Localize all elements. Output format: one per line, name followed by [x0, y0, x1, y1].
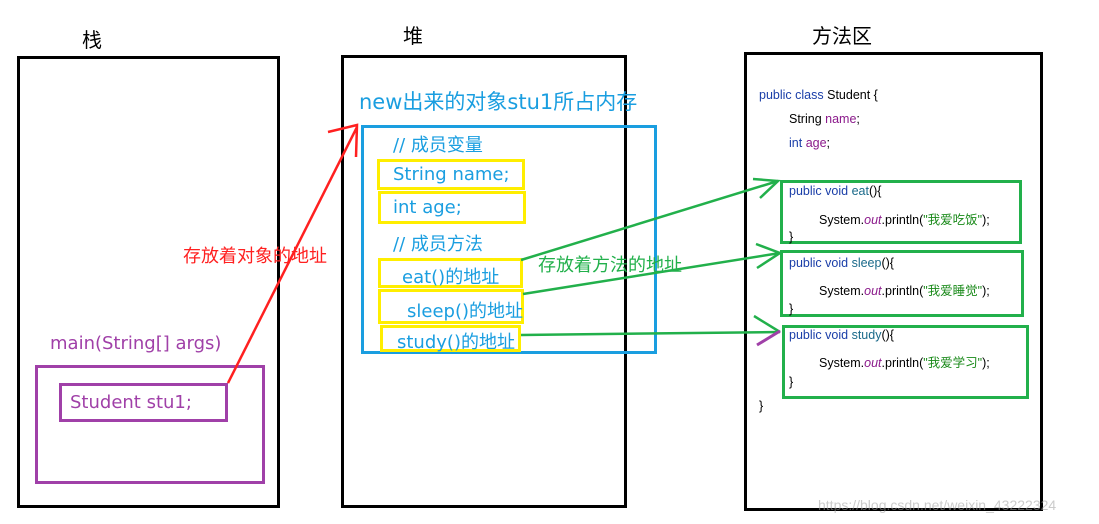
study-signature: public void study(){ [789, 328, 894, 342]
study-address: study()的地址 [397, 332, 515, 353]
t: out [864, 356, 882, 370]
keyword: public void [789, 184, 849, 198]
keyword: public void [789, 328, 849, 342]
study-close: } [789, 375, 794, 389]
keyword: public class [759, 88, 824, 102]
study-method-box [782, 325, 1029, 399]
fields-comment: // 成员变量 [393, 135, 483, 156]
sleep-close: } [789, 302, 794, 316]
tail: (){ [881, 256, 894, 270]
class-close: } [759, 399, 764, 413]
sleep-signature: public void sleep(){ [789, 256, 894, 270]
t: "我爱睡觉" [923, 284, 983, 298]
heap-box [341, 55, 627, 508]
object-address-annotation: 存放着对象的地址 [183, 246, 327, 267]
t: ); [982, 213, 990, 227]
tail: (){ [868, 184, 882, 198]
t: ); [982, 284, 990, 298]
method-area-box [744, 52, 1043, 511]
purple-arrow-stroke [756, 329, 781, 347]
t: "我爱吃饭" [923, 213, 983, 227]
method-area-title: 方法区 [812, 24, 872, 48]
field: age [805, 136, 827, 150]
red-reference-arrow [226, 123, 359, 384]
methods-comment: // 成员方法 [393, 234, 483, 255]
method-name: study [851, 328, 882, 342]
t: .println( [881, 284, 924, 298]
eat-signature: public void eat(){ [789, 184, 881, 198]
t: System. [819, 213, 865, 227]
sleep-address: sleep()的地址 [407, 301, 523, 322]
field: name [825, 112, 857, 126]
t: "我爱学习" [923, 356, 983, 370]
class-name: Student { [827, 88, 878, 102]
local-variable-box [59, 383, 228, 422]
eat-body: System.out.println("我爱吃饭"); [819, 209, 990, 228]
study-address-box [380, 325, 521, 352]
eat-method-box [780, 180, 1022, 244]
main-method-signature: main(String[] args) [50, 333, 222, 354]
field-name: String name; [393, 164, 510, 185]
t: out [864, 284, 882, 298]
object-box [361, 125, 657, 354]
type: int [789, 136, 803, 150]
field-name-decl: String name; [789, 112, 860, 126]
eat-address-box [378, 258, 523, 288]
watermark: https://blog.csdn.net/weixin_43222324 [818, 497, 1057, 513]
t: System. [819, 284, 865, 298]
sleep-method-box [780, 250, 1024, 317]
t: ); [982, 356, 990, 370]
main-frame-box [35, 365, 265, 484]
tail: (){ [881, 328, 894, 342]
field-name-box [377, 159, 525, 190]
eat-address: eat()的地址 [402, 267, 500, 288]
method-name: sleep [851, 256, 882, 270]
type: String [789, 112, 822, 126]
keyword: public void [789, 256, 849, 270]
heap-title: 堆 [403, 24, 423, 48]
t: out [864, 213, 882, 227]
t: .println( [881, 213, 924, 227]
sleep-address-box [378, 289, 524, 324]
t: System. [819, 356, 865, 370]
stack-title: 栈 [82, 28, 102, 52]
field-age: int age; [393, 197, 462, 218]
class-declaration: public class Student { [759, 88, 878, 102]
method-address-annotation: 存放着方法的地址 [538, 255, 682, 276]
sleep-body: System.out.println("我爱睡觉"); [819, 280, 990, 299]
study-body: System.out.println("我爱学习"); [819, 352, 990, 371]
t: .println( [881, 356, 924, 370]
green-method-arrows [520, 177, 783, 337]
method-name: eat [851, 184, 869, 198]
field-age-box [378, 191, 526, 224]
object-title: new出来的对象stu1所占内存 [359, 90, 638, 114]
eat-close: } [789, 230, 794, 244]
local-variable-stu1: Student stu1; [70, 392, 192, 413]
field-age-decl: int age; [789, 136, 831, 150]
